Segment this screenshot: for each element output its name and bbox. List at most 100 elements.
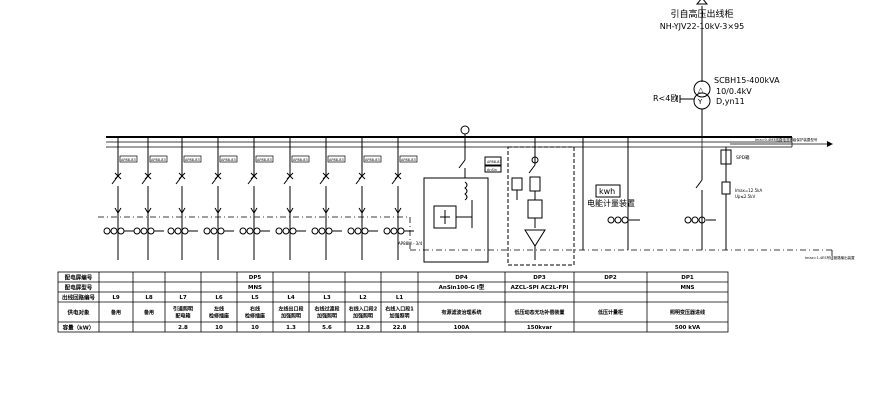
cell-circuit: L7: [179, 295, 187, 301]
feeder-label-box: [363, 155, 382, 163]
cell-load: 照明变压器进线: [670, 309, 705, 316]
feeder-label: AP88-83: [365, 158, 380, 162]
ct-group-icon: [607, 216, 640, 224]
cell-load: 左线出口段: [277, 306, 303, 313]
cell-load: 右线: [249, 306, 260, 313]
dp4-label-box: [484, 156, 502, 166]
svg-text:△: △: [698, 86, 704, 94]
transformer-primary-icon: [693, 80, 711, 98]
cell-capacity: 500 kVA: [675, 325, 701, 331]
cell-circuit: L3: [323, 295, 331, 301]
row-label: 容量（kW）: [62, 324, 95, 332]
right-note-bottom: Imax=1.4ES号线管路输出装置: [805, 255, 855, 260]
cell-capacity: 10: [251, 325, 259, 331]
cell-capacity: 10: [215, 325, 223, 331]
ct-group-icon: [275, 227, 306, 235]
cell-panel-no: DP4: [455, 275, 468, 281]
svg-text:AnSin: AnSin: [487, 168, 497, 172]
feeder-label: AP88-83: [151, 158, 166, 162]
svg-text:Y: Y: [697, 98, 703, 106]
dp2-metering: kwh 电能计量装置: [582, 137, 640, 250]
compensation-cabinet-box: [507, 146, 575, 266]
cell-load: 备用: [110, 309, 121, 316]
cell-circuit: L2: [359, 295, 367, 301]
cell-capacity: 150kvar: [527, 325, 552, 331]
cell-panel-no: DP2: [604, 275, 617, 281]
feeder-label-box: [119, 155, 138, 163]
right-note-top: Ima=0.4M3线路电流等级保护装置型号: [755, 137, 818, 142]
feeder-label-box: [291, 155, 310, 163]
ct-group-icon: [684, 216, 716, 224]
cell-panel-no: DP1: [681, 275, 694, 281]
feeder-branch: AP88-83: [311, 137, 346, 260]
cell-panel-type: MNS: [248, 285, 262, 291]
cell-load: 备用: [143, 309, 154, 316]
row-label: 配电屏编号: [65, 274, 93, 282]
feeder-label: AP88-83: [329, 158, 344, 162]
ct-group-icon: [203, 227, 234, 235]
dashed-note: AP88M - 3/4: [398, 241, 423, 246]
cell-circuit: L6: [215, 295, 223, 301]
cell-circuit: L1: [396, 295, 404, 301]
ct-group-icon: [239, 227, 270, 235]
transformer: △ Y SCBH15-400kVA 10/0.4kV D,yn11 R<4欧: [653, 76, 780, 137]
spd-icon: [721, 181, 731, 195]
cell-load: 左线: [213, 306, 224, 313]
kwh-meter-icon: [595, 184, 621, 198]
cell-panel-type: AZCL-SPI AC2L-FPI: [511, 285, 569, 291]
feeder-label-box: [255, 155, 274, 163]
svg-text:kwh: kwh: [599, 187, 615, 196]
transformer-ratio: 10/0.4kV: [716, 87, 752, 96]
spd-rating-1: Imax=12.5kA: [735, 188, 762, 193]
feeder-branch: AP88-83: [383, 137, 418, 260]
main-busbar: Ima=0.4M3线路电流等级保护装置型号: [106, 136, 833, 150]
transformer-model: SCBH15-400kVA: [714, 76, 780, 85]
feeder-label-box: [219, 155, 238, 163]
meter-label: 电能计量装置: [587, 198, 635, 208]
ct-group-icon: [167, 227, 198, 235]
transformer-vector: D,yn11: [716, 97, 745, 106]
incoming-arrow-icon: [695, 0, 709, 5]
dp4-filter: AP88-83 AnSin: [423, 125, 502, 263]
ct-group-icon: [347, 227, 378, 235]
cell-capacity: 12.8: [356, 325, 370, 331]
contactor-icon: [529, 176, 541, 192]
ct-group-icon: [383, 227, 414, 235]
cell-circuit: L4: [287, 295, 295, 301]
feeder-branch: AP88-83: [347, 137, 382, 260]
feeder-label: AP88-83: [221, 158, 236, 162]
feeder-label: AP88-83: [121, 158, 136, 162]
cell-panel-no: DP5: [249, 275, 262, 281]
feeder-label: AP88-83: [185, 158, 200, 162]
dp1-incoming: SPD箱 Imax=12.5kA Up≤2.5kV: [627, 137, 762, 250]
cell-load: 加强照明: [316, 312, 337, 319]
svg-text:AP88-83: AP88-83: [487, 160, 502, 164]
spd-rating-2: Up≤2.5kV: [735, 194, 755, 199]
row-label: 出线回路编号: [62, 294, 96, 302]
feeder-branch: AP88-83: [275, 137, 310, 260]
cell-panel-type: MNS: [680, 285, 694, 291]
feeder-branch: AP88-83: [239, 137, 274, 260]
cell-load: 低压动态无功补偿装置: [513, 309, 564, 316]
cell-circuit: L9: [112, 295, 120, 301]
dash-line: AP88M - 3/4 Imax=1.4ES号线管路输出装置: [98, 216, 855, 262]
cell-load: 右线入口段1: [384, 306, 414, 313]
spd-label: SPD箱: [736, 154, 750, 161]
cell-capacity: 1.3: [286, 325, 296, 331]
cell-circuit: L8: [145, 295, 153, 301]
cell-capacity: 5.6: [322, 325, 332, 331]
cell-capacity: 100A: [454, 325, 470, 331]
cell-load: 加强照明: [280, 312, 301, 319]
feeder-label: AP88-83: [257, 158, 272, 162]
feeder-label-box: [399, 155, 418, 163]
cell-load: 加强照明: [388, 312, 409, 319]
cell-load: 低压计量柜: [597, 309, 623, 316]
ct-icon: [460, 125, 470, 135]
feeder-branch: AP88-83: [103, 137, 138, 260]
filter-cabinet-box: [423, 177, 489, 263]
ground-resistance: R<4欧: [653, 93, 678, 103]
cell-load: 有源滤波治理系统: [441, 309, 481, 316]
feeder-label-box: [183, 155, 202, 163]
